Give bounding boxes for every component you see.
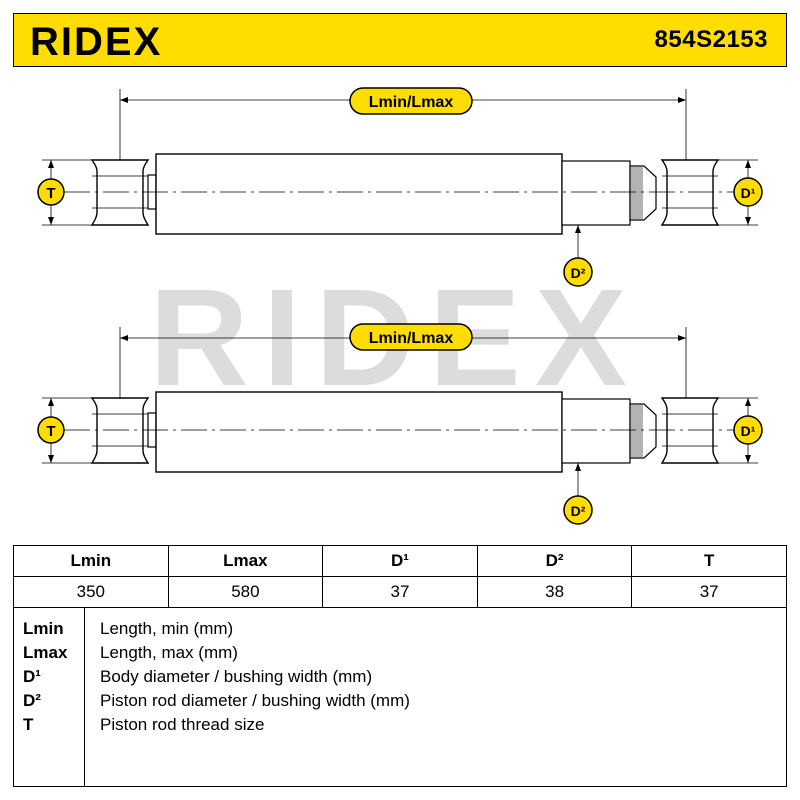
header-lmax: Lmax xyxy=(167,545,324,577)
header-bar: RIDEX 854S2153 xyxy=(13,13,787,67)
shock-view-2: Lmin/Lmax T D¹ D² xyxy=(37,323,763,525)
value-d2: 38 xyxy=(476,576,633,608)
body-cylinder-1 xyxy=(155,153,563,235)
body-diameter-badge-2 xyxy=(733,415,763,445)
length-label-1: Lmin/Lmax xyxy=(369,94,454,111)
body-diameter-label-2: D¹ xyxy=(741,423,756,439)
body-diameter-label-1: D¹ xyxy=(741,185,756,201)
right-eye-1 xyxy=(660,159,720,226)
logo-text: RIDEX xyxy=(30,22,162,60)
header-d1: D¹ xyxy=(322,545,478,577)
legend-row: T Piston rod thread size xyxy=(14,715,786,738)
legend-description: Piston rod thread size xyxy=(100,715,265,734)
length-badge-1 xyxy=(349,87,473,115)
shock-view-1: Lmin/Lmax T xyxy=(37,87,763,287)
legend-row: Lmax Length, max (mm) xyxy=(14,643,786,666)
length-label-2: Lmin/Lmax xyxy=(369,330,454,347)
legend-description: Length, max (mm) xyxy=(100,643,238,662)
piston-rod-2 xyxy=(561,398,631,464)
legend-symbol: Lmin xyxy=(23,619,64,638)
length-badge-2 xyxy=(349,323,473,351)
legend-row: Lmin Length, min (mm) xyxy=(14,619,786,642)
legend-symbol: T xyxy=(23,715,34,734)
legend-description: Length, min (mm) xyxy=(100,619,234,638)
left-eye-1 xyxy=(90,159,150,226)
legend-description: Body diameter / bushing width (mm) xyxy=(100,667,373,686)
ridex-logo: RIDEX xyxy=(30,22,162,60)
spec-table: Lmin Lmax D¹ D² T 350 580 37 38 37 xyxy=(13,545,787,608)
rod-diameter-label-2: D² xyxy=(571,503,586,519)
shock-absorber-drawing: RIDEX Lmin/Lmax xyxy=(37,87,763,525)
rod-diameter-badge-2 xyxy=(563,495,593,525)
header-d2: D² xyxy=(476,545,633,577)
thread-label-1: T xyxy=(46,185,55,202)
value-t: 37 xyxy=(631,576,787,608)
body-diameter-badge-1 xyxy=(733,177,763,207)
thread-label-2: T xyxy=(46,423,55,440)
legend-symbol: Lmax xyxy=(23,643,68,662)
piston-rod-1 xyxy=(561,160,631,226)
header-t: T xyxy=(631,545,787,577)
part-number: 854S2153 xyxy=(654,26,768,53)
header-lmin: Lmin xyxy=(13,545,169,577)
body-cylinder-2 xyxy=(155,391,563,473)
thread-badge-2 xyxy=(37,416,65,444)
rod-diameter-label-1: D² xyxy=(571,265,586,281)
legend-box: Lmin Length, min (mm) Lmax Length, max (… xyxy=(13,608,787,787)
legend-symbol: D¹ xyxy=(23,667,41,686)
rod-diameter-badge-1 xyxy=(563,257,593,287)
spec-table-header-row: Lmin Lmax D¹ D² T xyxy=(13,545,787,577)
value-lmin: 350 xyxy=(13,576,169,608)
legend-symbol: D² xyxy=(23,691,41,710)
right-eye-2 xyxy=(660,397,720,464)
value-lmax: 580 xyxy=(167,576,324,608)
spec-table-value-row: 350 580 37 38 37 xyxy=(13,576,787,608)
legend-row: D¹ Body diameter / bushing width (mm) xyxy=(14,667,786,690)
left-eye-2 xyxy=(90,397,150,464)
value-d1: 37 xyxy=(322,576,478,608)
thread-badge-1 xyxy=(37,178,65,206)
legend-divider xyxy=(84,608,85,786)
legend-description: Piston rod diameter / bushing width (mm) xyxy=(100,691,410,710)
legend-row: D² Piston rod diameter / bushing width (… xyxy=(14,691,786,714)
